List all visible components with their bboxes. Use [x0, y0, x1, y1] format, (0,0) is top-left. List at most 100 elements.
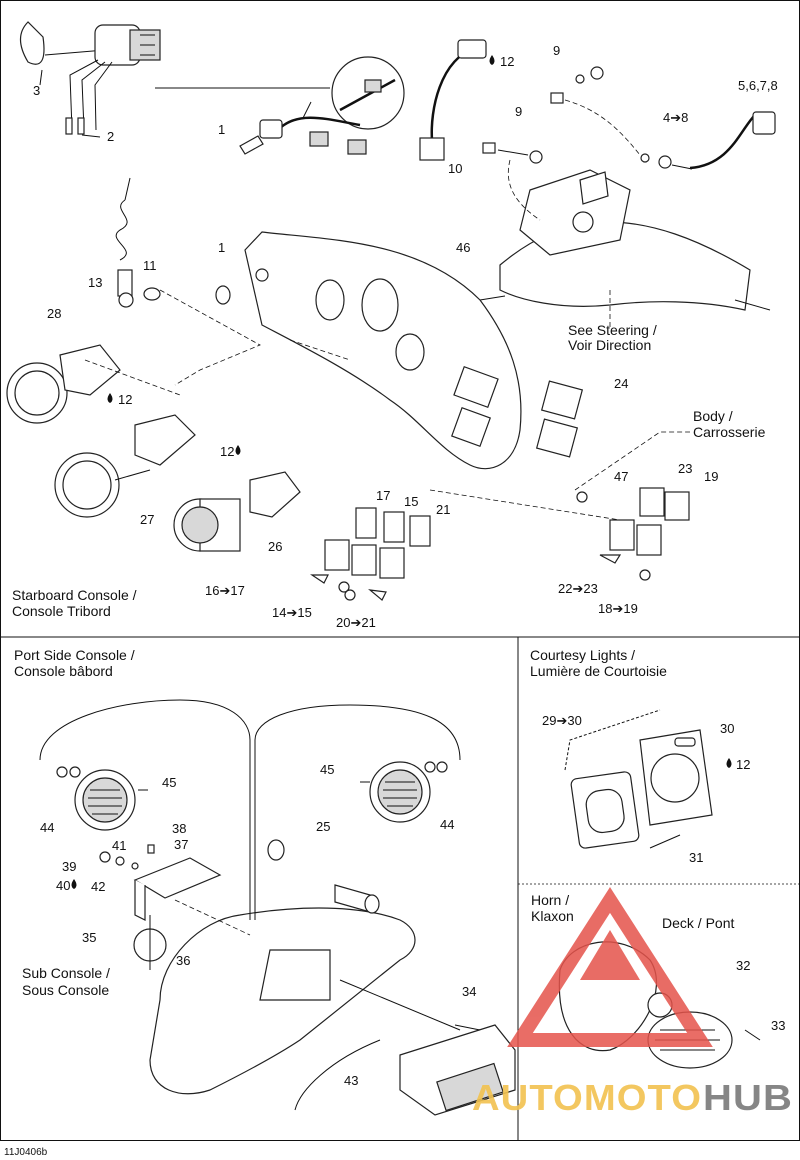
- callout-17: 17: [376, 488, 390, 503]
- note-steering-line1: See Steering /: [568, 322, 657, 338]
- leader-line: [81, 134, 101, 138]
- main-harness: [239, 101, 367, 155]
- switch-plates: [310, 507, 431, 601]
- routing-line: [429, 489, 621, 521]
- callout-34: 34: [462, 984, 476, 999]
- callout-44: 44: [40, 820, 54, 835]
- note-sub-console-line2: Sous Console: [22, 982, 109, 998]
- callout-19: 19: [704, 469, 718, 484]
- routing-line: [159, 289, 351, 386]
- port-console-body: [149, 907, 461, 1095]
- callout-45: 45: [320, 762, 334, 777]
- callout-43: 43: [344, 1073, 358, 1088]
- note-sub-console-line1: Sub Console /: [22, 965, 110, 981]
- callout-31: 31: [689, 850, 703, 865]
- callout-25: 25: [316, 819, 330, 834]
- hardware-9-upper: [550, 66, 641, 156]
- gauge-27: [54, 414, 196, 518]
- callout-14-15: 14➔15: [272, 605, 312, 620]
- callout-12: 12: [118, 392, 132, 407]
- callout-29-30: 29➔30: [542, 713, 582, 728]
- note-body-line2: Carrosserie: [693, 424, 766, 440]
- section-horn-line2: Klaxon: [531, 908, 574, 924]
- section-port-line1: Port Side Console /: [14, 647, 135, 663]
- callout-23: 23: [678, 461, 692, 476]
- steering-cable: [689, 111, 776, 170]
- leader-line: [39, 69, 43, 86]
- section-port-line2: Console bâbord: [14, 663, 113, 679]
- callout-9: 9: [553, 43, 560, 58]
- switch-plates-right: [599, 487, 690, 581]
- hardware-9-lower: [482, 142, 543, 221]
- hardware-4-8: [640, 153, 693, 170]
- callout-46: 46: [456, 240, 470, 255]
- notes: See Steering / Voir Direction Body / Car…: [22, 322, 766, 998]
- callout-37: 37: [174, 837, 188, 852]
- callout-1: 1: [218, 122, 225, 137]
- harness-13: [115, 177, 134, 308]
- speaker-44-left: [74, 769, 148, 831]
- port-harness: [39, 699, 461, 920]
- watermark-text-right: HUB: [703, 1077, 793, 1118]
- callout-39: 39: [62, 859, 76, 874]
- callout-12: 12: [736, 757, 750, 772]
- callout-42: 42: [91, 879, 105, 894]
- callout-20-21: 20➔21: [336, 615, 376, 630]
- section-courtesy-line2: Lumière de Courtoisie: [530, 663, 667, 679]
- callout-5-6-7-8: 5,6,7,8: [738, 78, 778, 93]
- callout-10: 10: [448, 161, 462, 176]
- callout-15: 15: [404, 494, 418, 509]
- callout-12: 12: [500, 54, 514, 69]
- callout-38: 38: [172, 821, 186, 836]
- callout-labels: 3 2 1 10 12 9 9 4➔8 5,6,7,8 1 13 11 46 2…: [33, 43, 785, 1088]
- callout-28: 28: [47, 306, 61, 321]
- callout-36: 36: [176, 953, 190, 968]
- callout-47: 47: [614, 469, 628, 484]
- fuse-holder: [419, 39, 487, 161]
- section-titles: Starboard Console / Console Tribord Port…: [12, 587, 667, 924]
- callout-3: 3: [33, 83, 40, 98]
- callout-16-17: 16➔17: [205, 583, 245, 598]
- callout-22-23: 22➔23: [558, 581, 598, 596]
- droplet-icon: [71, 55, 732, 889]
- callout-26: 26: [268, 539, 282, 554]
- ignition-key-switch: [19, 21, 161, 135]
- grommet-1: [215, 285, 231, 305]
- callout-24: 24: [614, 376, 628, 391]
- note-deck: Deck / Pont: [662, 915, 734, 931]
- watermark-logo: [507, 887, 713, 1047]
- sub-console-bracket: [99, 844, 251, 970]
- nut-11: [143, 287, 161, 301]
- callout-41: 41: [112, 838, 126, 853]
- courtesy-light: [564, 709, 713, 849]
- callout-4-8: 4➔8: [663, 110, 688, 125]
- callout-1: 1: [218, 240, 225, 255]
- note-body-line1: Body /: [693, 408, 733, 424]
- horn-deck: [558, 941, 761, 1069]
- callout-11: 11: [143, 258, 157, 273]
- section-courtesy-line1: Courtesy Lights /: [530, 647, 635, 663]
- callout-12: 12: [220, 444, 234, 459]
- starboard-console-panel: [244, 231, 522, 470]
- callout-30: 30: [720, 721, 734, 736]
- note-steering-line2: Voir Direction: [568, 337, 651, 353]
- body-link-line: [574, 431, 690, 491]
- callout-2: 2: [107, 129, 114, 144]
- callout-21: 21: [436, 502, 450, 517]
- antenna-cable-43: [294, 1039, 381, 1111]
- drawing-reference: 11J0406b: [4, 1147, 48, 1158]
- steering-assembly: [479, 169, 771, 330]
- callout-35: 35: [82, 930, 96, 945]
- section-horn-line1: Horn /: [531, 892, 569, 908]
- callout-18-19: 18➔19: [598, 601, 638, 616]
- horn-25: [267, 839, 380, 914]
- watermark-text-left: AUTOMOTO: [472, 1077, 702, 1118]
- callout-32: 32: [736, 958, 750, 973]
- stereo-34: [399, 1024, 516, 1116]
- gauge-26: [173, 471, 301, 552]
- callout-13: 13: [88, 275, 102, 290]
- callout-9: 9: [515, 104, 522, 119]
- callout-27: 27: [140, 512, 154, 527]
- callout-33: 33: [771, 1018, 785, 1033]
